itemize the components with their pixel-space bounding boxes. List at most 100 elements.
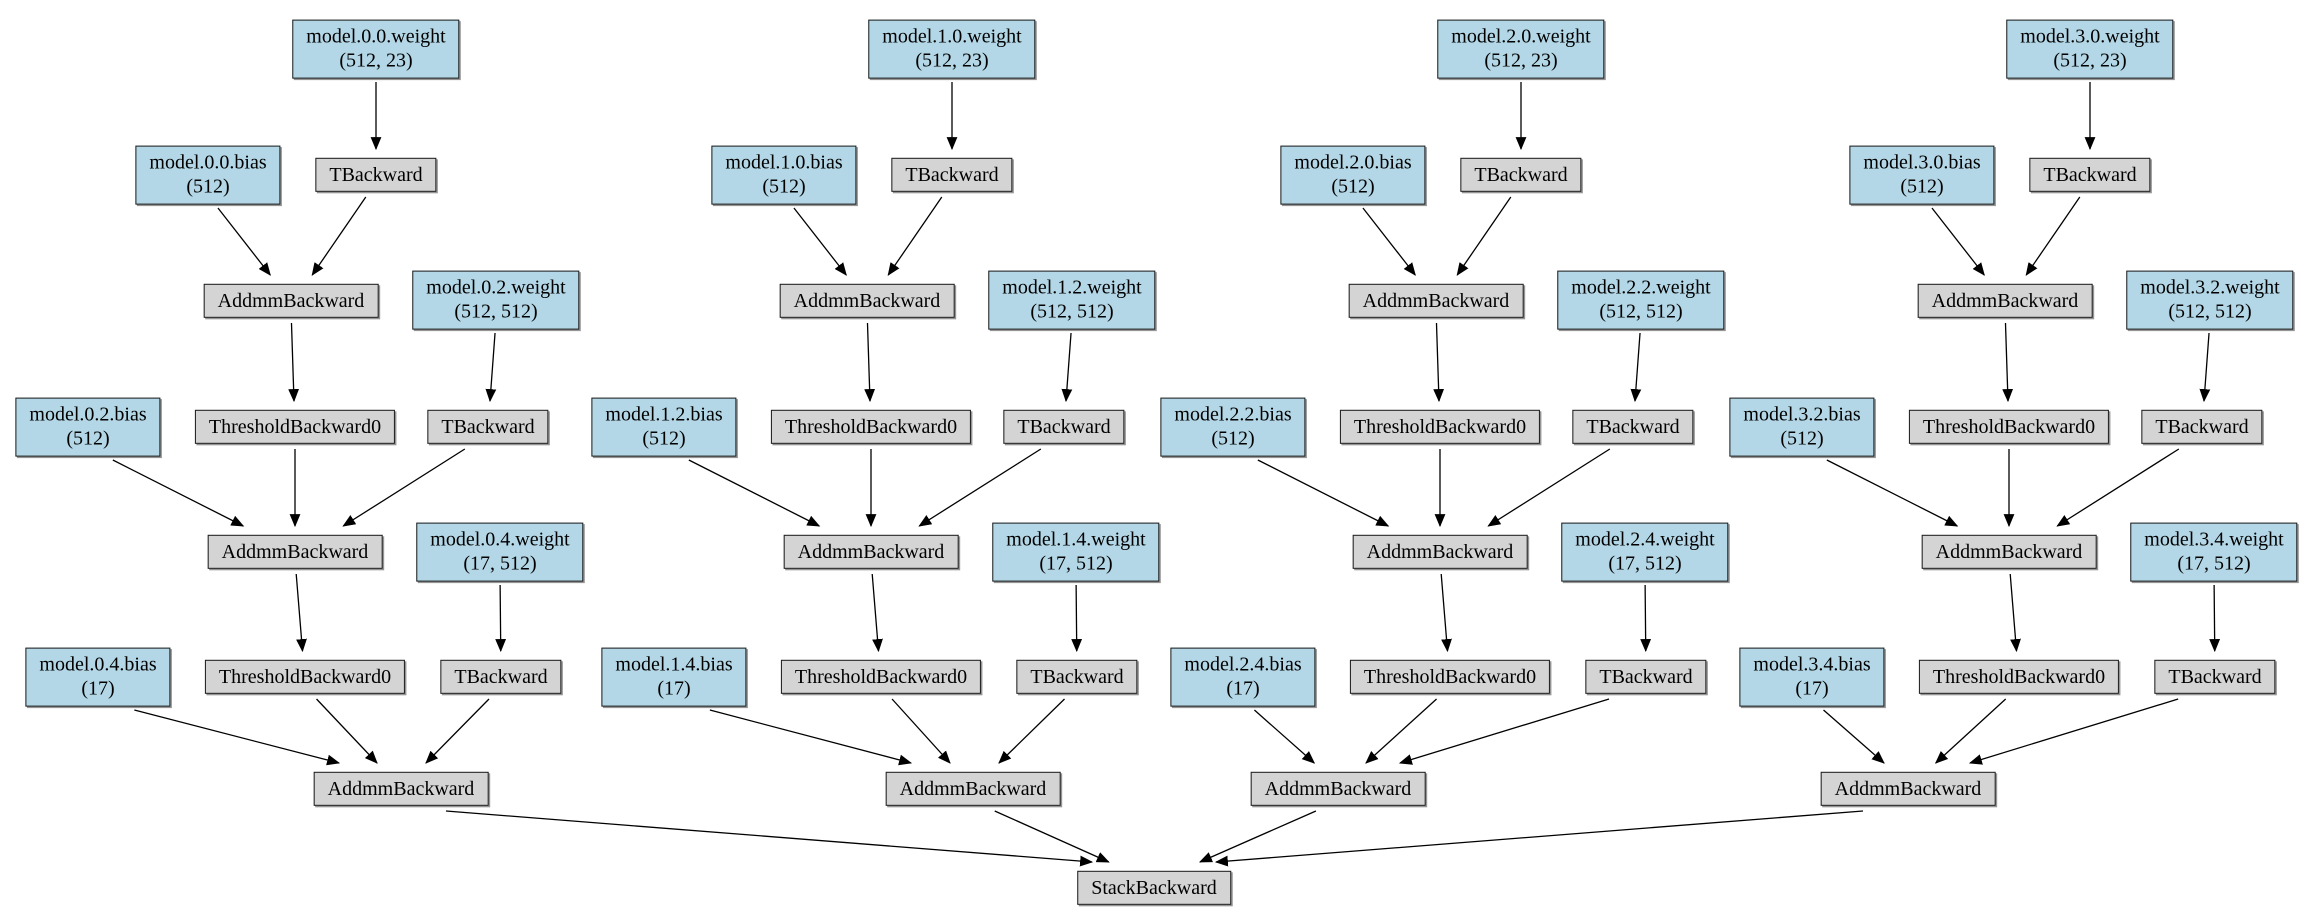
node-label: ThresholdBackward0: [794, 665, 968, 688]
graph-edge-m2-b2-to-m2-a2: [1257, 459, 1390, 527]
node-label: model.0.4.bias: [39, 653, 157, 676]
node-label: TBackward: [454, 665, 548, 688]
node-label: model.3.0.bias: [1863, 151, 1981, 174]
node-tensor-shape: (512, 512): [454, 301, 538, 323]
graph-edge-m3-w2-to-m3-t2: [2199, 332, 2211, 403]
graph-edge-m0-b4-to-m0-a3: [134, 709, 341, 766]
node-label: model.0.2.bias: [29, 403, 147, 426]
op-node-m1-t2: TBackward: [1003, 409, 1125, 445]
graph-edge-m3-a1-to-m3-th1: [2002, 322, 2014, 403]
op-node-m2-t2: TBackward: [1572, 409, 1694, 445]
op-node-m1-t3: TBackward: [1016, 659, 1138, 695]
op-node-m3-a3: AddmmBackward: [1820, 771, 1996, 807]
param-node-m1-b2: model.1.2.bias(512): [591, 397, 737, 457]
graph-edge-m1-t2-to-m1-a2: [918, 448, 1042, 527]
op-node-m3-th2: ThresholdBackward0: [1918, 659, 2120, 695]
op-node-m3-t3: TBackward: [2154, 659, 2276, 695]
node-label: model.2.0.weight: [1451, 25, 1591, 48]
op-node-m3-t1: TBackward: [2029, 157, 2151, 193]
node-label: ThresholdBackward0: [1353, 415, 1527, 438]
node-label: TBackward: [1017, 415, 1111, 438]
op-node-m0-t1: TBackward: [315, 157, 437, 193]
node-label: model.3.4.bias: [1753, 653, 1871, 676]
graph-edge-m3-b0-to-m3-a1: [1931, 207, 1985, 276]
graph-edge-m0-w2-to-m0-t2: [485, 332, 497, 403]
graph-edge-m2-a1-to-m2-th1: [1433, 322, 1445, 403]
param-node-m2-w4: model.2.4.weight(17, 512): [1561, 522, 1729, 582]
node-label: AddmmBackward: [1935, 540, 2083, 563]
node-label: model.1.4.bias: [615, 653, 733, 676]
graph-edge-m3-t1-to-m3-a1: [2025, 196, 2081, 276]
node-tensor-shape: (512, 512): [1599, 301, 1683, 323]
node-label: TBackward: [905, 163, 999, 186]
param-node-m0-w0: model.0.0.weight(512, 23): [292, 19, 460, 79]
graph-edge-m0-a2-to-m0-th2: [295, 573, 307, 653]
node-label: model.0.2.weight: [426, 276, 566, 299]
op-node-m2-th2: ThresholdBackward0: [1349, 659, 1551, 695]
graph-edge-m0-th2-to-m0-a3: [316, 698, 378, 764]
op-node-m2-a1: AddmmBackward: [1348, 283, 1524, 319]
node-label: AddmmBackward: [1931, 289, 2079, 312]
node-label: model.3.2.weight: [2140, 276, 2280, 299]
node-label: AddmmBackward: [217, 289, 365, 312]
node-label: model.2.2.weight: [1571, 276, 1711, 299]
graph-edge-m2-b4-to-m2-a3: [1253, 709, 1316, 764]
graph-edge-m0-a1-to-m0-th1: [288, 322, 300, 403]
node-tensor-shape: (512, 23): [2053, 50, 2127, 72]
node-tensor-shape: (512): [66, 428, 110, 450]
node-label: model.2.4.weight: [1575, 528, 1715, 551]
node-label: TBackward: [2155, 415, 2249, 438]
node-label: TBackward: [1586, 415, 1680, 438]
param-node-m1-w0: model.1.0.weight(512, 23): [868, 19, 1036, 79]
graph-edge-m3-t3-to-m3-a3: [1968, 698, 2179, 765]
node-label: AddmmBackward: [899, 777, 1047, 800]
op-node-m0-t2: TBackward: [427, 409, 549, 445]
param-node-m2-b4: model.2.4.bias(17): [1170, 647, 1316, 707]
graph-edge-m3-w4-to-m3-t3: [2209, 584, 2221, 653]
graph-edge-m1-a2-to-m1-th2: [871, 573, 883, 653]
node-label: ThresholdBackward0: [1922, 415, 2096, 438]
graph-edge-m2-a3-to-stack: [1199, 810, 1317, 863]
op-node-m1-a3: AddmmBackward: [885, 771, 1061, 807]
op-node-m3-th1: ThresholdBackward0: [1908, 409, 2110, 445]
graph-edge-m0-b2-to-m0-a2: [112, 459, 245, 527]
node-tensor-shape: (17): [1226, 678, 1260, 700]
node-label: model.3.4.weight: [2144, 528, 2284, 551]
graph-edge-m2-b0-to-m2-a1: [1362, 207, 1416, 276]
node-label: model.0.0.bias: [149, 151, 267, 174]
node-tensor-shape: (512): [1900, 176, 1944, 198]
param-node-m2-w0: model.2.0.weight(512, 23): [1437, 19, 1605, 79]
param-node-m1-w4: model.1.4.weight(17, 512): [992, 522, 1160, 582]
param-node-m2-b2: model.2.2.bias(512): [1160, 397, 1306, 457]
node-label: model.2.2.bias: [1174, 403, 1292, 426]
param-node-m3-b2: model.3.2.bias(512): [1729, 397, 1875, 457]
param-node-m2-b0: model.2.0.bias(512): [1280, 145, 1426, 205]
node-tensor-shape: (512): [642, 428, 686, 450]
node-tensor-shape: (512, 23): [915, 50, 989, 72]
param-node-m1-b0: model.1.0.bias(512): [711, 145, 857, 205]
param-node-m0-b4: model.0.4.bias(17): [25, 647, 171, 707]
node-tensor-shape: (512): [186, 176, 230, 198]
graph-edge-m2-t2-to-m2-a2: [1487, 448, 1611, 527]
node-label: AddmmBackward: [793, 289, 941, 312]
param-node-m0-w4: model.0.4.weight(17, 512): [416, 522, 584, 582]
graph-edge-m3-t2-to-m3-a2: [2056, 448, 2180, 527]
op-node-m0-a2: AddmmBackward: [207, 534, 383, 570]
node-tensor-shape: (17, 512): [463, 553, 537, 575]
node-tensor-shape: (17, 512): [1039, 553, 1113, 575]
op-node-m0-th2: ThresholdBackward0: [204, 659, 406, 695]
graph-edge-m1-a1-to-m1-th1: [864, 322, 876, 403]
graph-edge-m1-th2-to-m1-a3: [891, 698, 951, 764]
node-tensor-shape: (512, 512): [2168, 301, 2252, 323]
param-node-m3-b0: model.3.0.bias(512): [1849, 145, 1995, 205]
op-node-m1-th1: ThresholdBackward0: [770, 409, 972, 445]
param-node-m0-b0: model.0.0.bias(512): [135, 145, 281, 205]
graph-edge-m3-a3-to-stack: [1214, 810, 1864, 867]
node-label: model.1.2.weight: [1002, 276, 1142, 299]
graph-edge-m1-t1-to-m1-a1: [887, 196, 943, 276]
node-label: AddmmBackward: [1264, 777, 1412, 800]
op-node-m3-a2: AddmmBackward: [1921, 534, 2097, 570]
graph-edge-m2-w4-to-m2-t3: [1640, 584, 1652, 653]
